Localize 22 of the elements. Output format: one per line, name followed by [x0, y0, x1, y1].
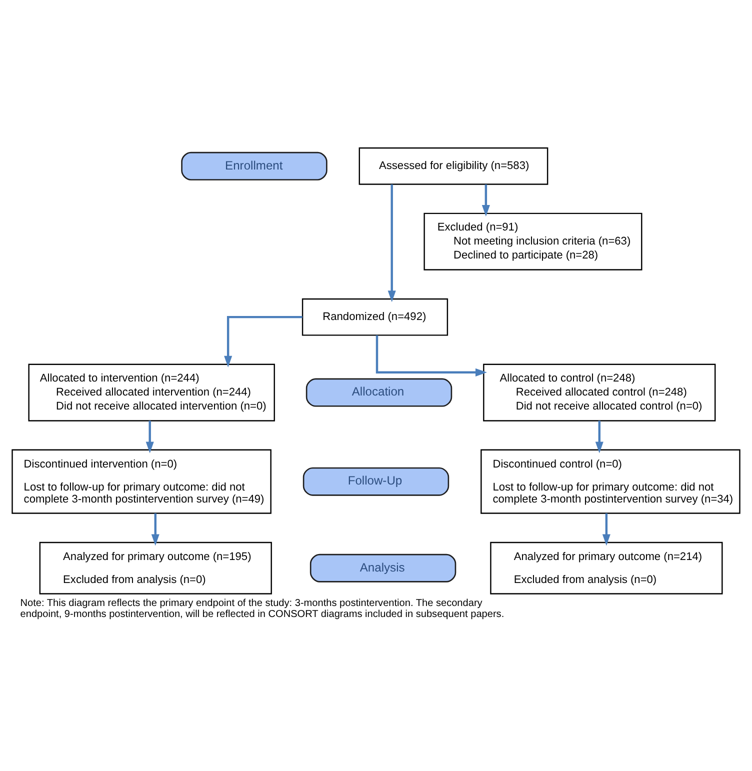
caption: Note: This diagram reflects the primary endpoint of the study: 3-months postintervention. The secondary endpoint, 9-months postintervention, will be reflected in CONSORT diagrams included in subsequent papers.	[20, 597, 504, 620]
node-box: Allocation	[306, 378, 452, 406]
arrow	[224, 315, 302, 367]
node-box: Follow-Up	[302, 466, 450, 496]
arrow	[482, 184, 490, 216]
node-box: Excluded (n=91) Not meeting inclusion criteria (n=63) Declined to participate (n=28)	[424, 212, 642, 270]
arrow	[146, 420, 154, 453]
node-box: Randomized (n=492)	[302, 298, 448, 336]
node-box: Discontinued intervention (n=0) Lost to follow-up for primary outcome: did not complete 3-month postintervention survey (n=49)	[12, 448, 272, 514]
node-box: Discontinued control (n=0) Lost to follow-up for primary outcome: did not complete 3-month postintervention survey (n=34)	[480, 448, 740, 514]
node-box: Analysis	[310, 553, 456, 582]
arrow	[151, 512, 160, 546]
node-box: Analyzed for primary outcome (n=195) Excluded from analysis (n=0)	[39, 541, 272, 594]
node-box: Enrollment	[181, 151, 328, 180]
node-box: Assessed for eligibility (n=583)	[358, 146, 548, 184]
arrow	[376, 334, 487, 376]
arrow	[602, 512, 610, 546]
node-box: Allocated to control (n=248) Received allocated control (n=248) Did not receive allocated control (n=0)	[483, 363, 716, 421]
arrow	[595, 420, 604, 453]
node-box: Analyzed for primary outcome (n=214) Excluded from analysis (n=0)	[490, 541, 723, 594]
node-box: Allocated to intervention (n=244) Received allocated intervention (n=244) Did not receive allocated intervention (n=0)	[28, 363, 275, 421]
arrow	[388, 184, 396, 302]
